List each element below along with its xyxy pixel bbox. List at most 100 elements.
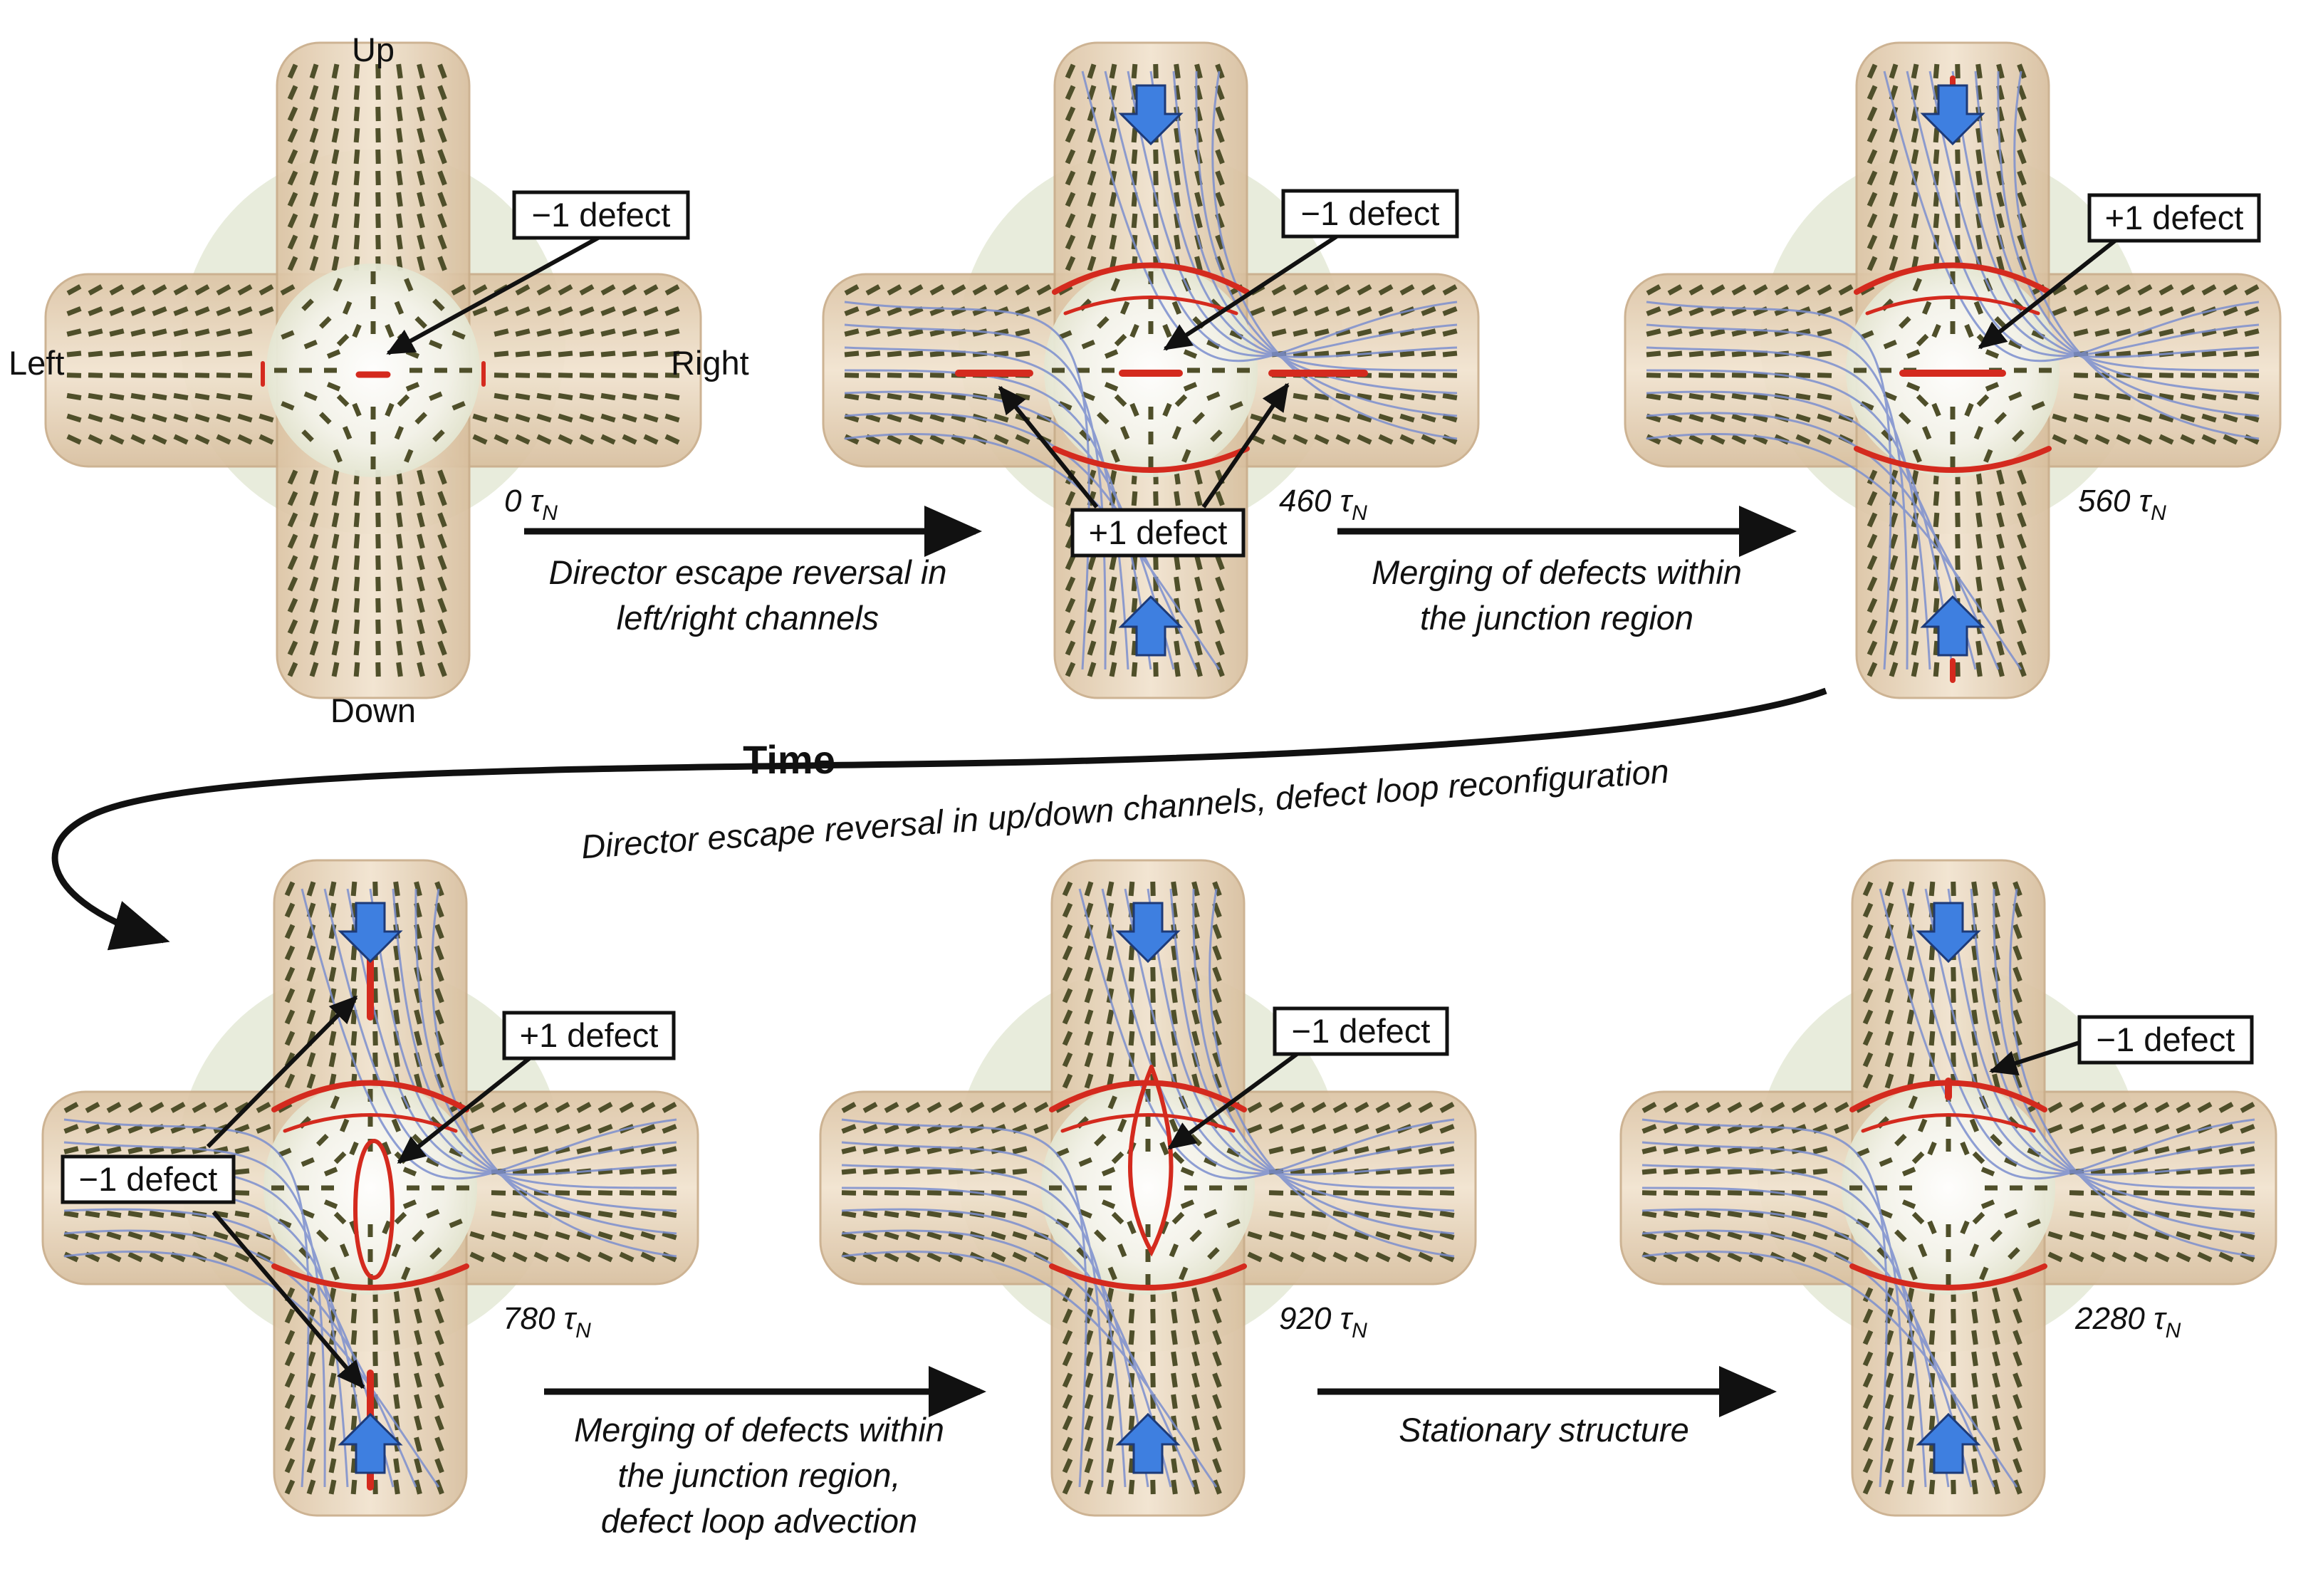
director-rod	[1975, 234, 1983, 250]
director-rod	[512, 1146, 528, 1154]
director-rod	[1985, 382, 2000, 392]
streamline	[2009, 888, 2255, 1258]
director-rod	[2111, 1102, 2127, 1113]
director-rod	[1906, 1052, 1915, 1068]
director-rod	[1183, 382, 1198, 392]
director-rod	[306, 1009, 316, 1025]
director-rod	[330, 1266, 340, 1281]
director-rod	[152, 413, 167, 423]
director-rod	[600, 328, 616, 337]
director-rod	[1109, 469, 1117, 485]
director-rod	[1917, 1118, 1928, 1132]
director-rod	[1062, 1330, 1073, 1345]
director-rod	[88, 328, 103, 337]
director-rod	[106, 1231, 122, 1241]
director-rod	[216, 392, 231, 401]
director-rod	[1110, 278, 1120, 292]
director-rod	[640, 1210, 656, 1219]
director-rod	[1065, 106, 1076, 122]
director-rod	[393, 1479, 400, 1495]
director-rod	[1153, 170, 1159, 186]
director-rod	[1293, 434, 1308, 445]
director-rod	[2201, 413, 2217, 423]
director-rod	[173, 392, 189, 401]
director-rod	[1985, 349, 2000, 359]
callout-arrow	[1167, 1050, 1300, 1150]
director-rod	[1128, 881, 1135, 897]
director-rod	[1706, 1231, 1721, 1241]
streamline	[1641, 1251, 2018, 1488]
director-rod	[2218, 1210, 2234, 1219]
director-rod	[2218, 1146, 2234, 1154]
director-rod	[414, 1394, 422, 1409]
director-rod	[66, 413, 82, 423]
director-rod	[2176, 1124, 2191, 1134]
director-rod	[2111, 1231, 2127, 1241]
director-rod	[1375, 1146, 1391, 1154]
director-rod	[664, 372, 680, 378]
streamline	[323, 888, 677, 1175]
director-rod	[1174, 63, 1181, 79]
director-rod	[536, 328, 552, 337]
director-rod	[391, 1118, 402, 1132]
director-rod	[469, 1102, 485, 1113]
director-rod	[2069, 1102, 2084, 1113]
director-rod	[1314, 434, 1330, 445]
director-rod	[194, 434, 210, 445]
director-rod	[558, 372, 573, 378]
director-rod	[2218, 1251, 2234, 1263]
streamline	[1646, 301, 1892, 670]
director-rod	[1951, 966, 1956, 982]
director-rod	[643, 284, 659, 296]
director-rod	[908, 392, 924, 401]
director-rod	[1191, 1287, 1200, 1303]
director-rod	[2158, 392, 2174, 401]
director-rod	[1150, 1330, 1156, 1345]
director-rod	[1684, 1190, 1700, 1196]
director-rod	[948, 1231, 964, 1241]
director-rod	[309, 662, 319, 677]
director-rod	[2244, 392, 2260, 401]
director-rod	[109, 284, 125, 296]
director-rod	[350, 966, 357, 982]
director-rod	[536, 284, 552, 296]
director-rod	[1812, 1102, 1828, 1113]
director-rod	[152, 328, 167, 337]
defect-loop	[283, 1113, 458, 1133]
director-rod	[1817, 284, 1832, 296]
director-rod	[2240, 1102, 2255, 1113]
director-field	[841, 881, 1455, 1495]
director-rod	[287, 256, 298, 271]
director-rod	[1795, 372, 1811, 378]
director-rod	[1206, 391, 1221, 402]
director-rod	[1081, 391, 1095, 402]
director-rod	[600, 284, 616, 296]
director-rod	[515, 372, 531, 378]
director-rod	[1212, 966, 1222, 982]
director-rod	[372, 1479, 378, 1495]
director-rod	[88, 413, 103, 423]
director-rod	[1107, 1095, 1117, 1110]
director-rod	[640, 1190, 656, 1196]
director-rod	[1378, 328, 1394, 337]
director-rod	[1862, 881, 1874, 897]
director-rod	[2069, 1146, 2084, 1154]
director-rod	[1971, 902, 1978, 918]
director-rod	[1928, 1479, 1936, 1495]
director-rod	[1212, 1308, 1222, 1324]
director-rod	[1109, 127, 1117, 143]
director-rod	[2244, 413, 2260, 423]
director-rod	[2180, 413, 2196, 423]
director-rod	[130, 434, 146, 445]
director-rod	[1290, 1146, 1305, 1154]
director-rod	[2090, 1210, 2106, 1219]
director-rod	[284, 1372, 296, 1388]
director-rod	[306, 945, 316, 961]
director-rod	[908, 372, 924, 378]
director-rod	[2013, 1330, 2022, 1345]
streamline	[1641, 1164, 1927, 1488]
director-rod	[353, 234, 360, 250]
director-rod	[1087, 63, 1097, 79]
director-rod	[622, 372, 637, 378]
director-rod	[372, 1052, 378, 1068]
